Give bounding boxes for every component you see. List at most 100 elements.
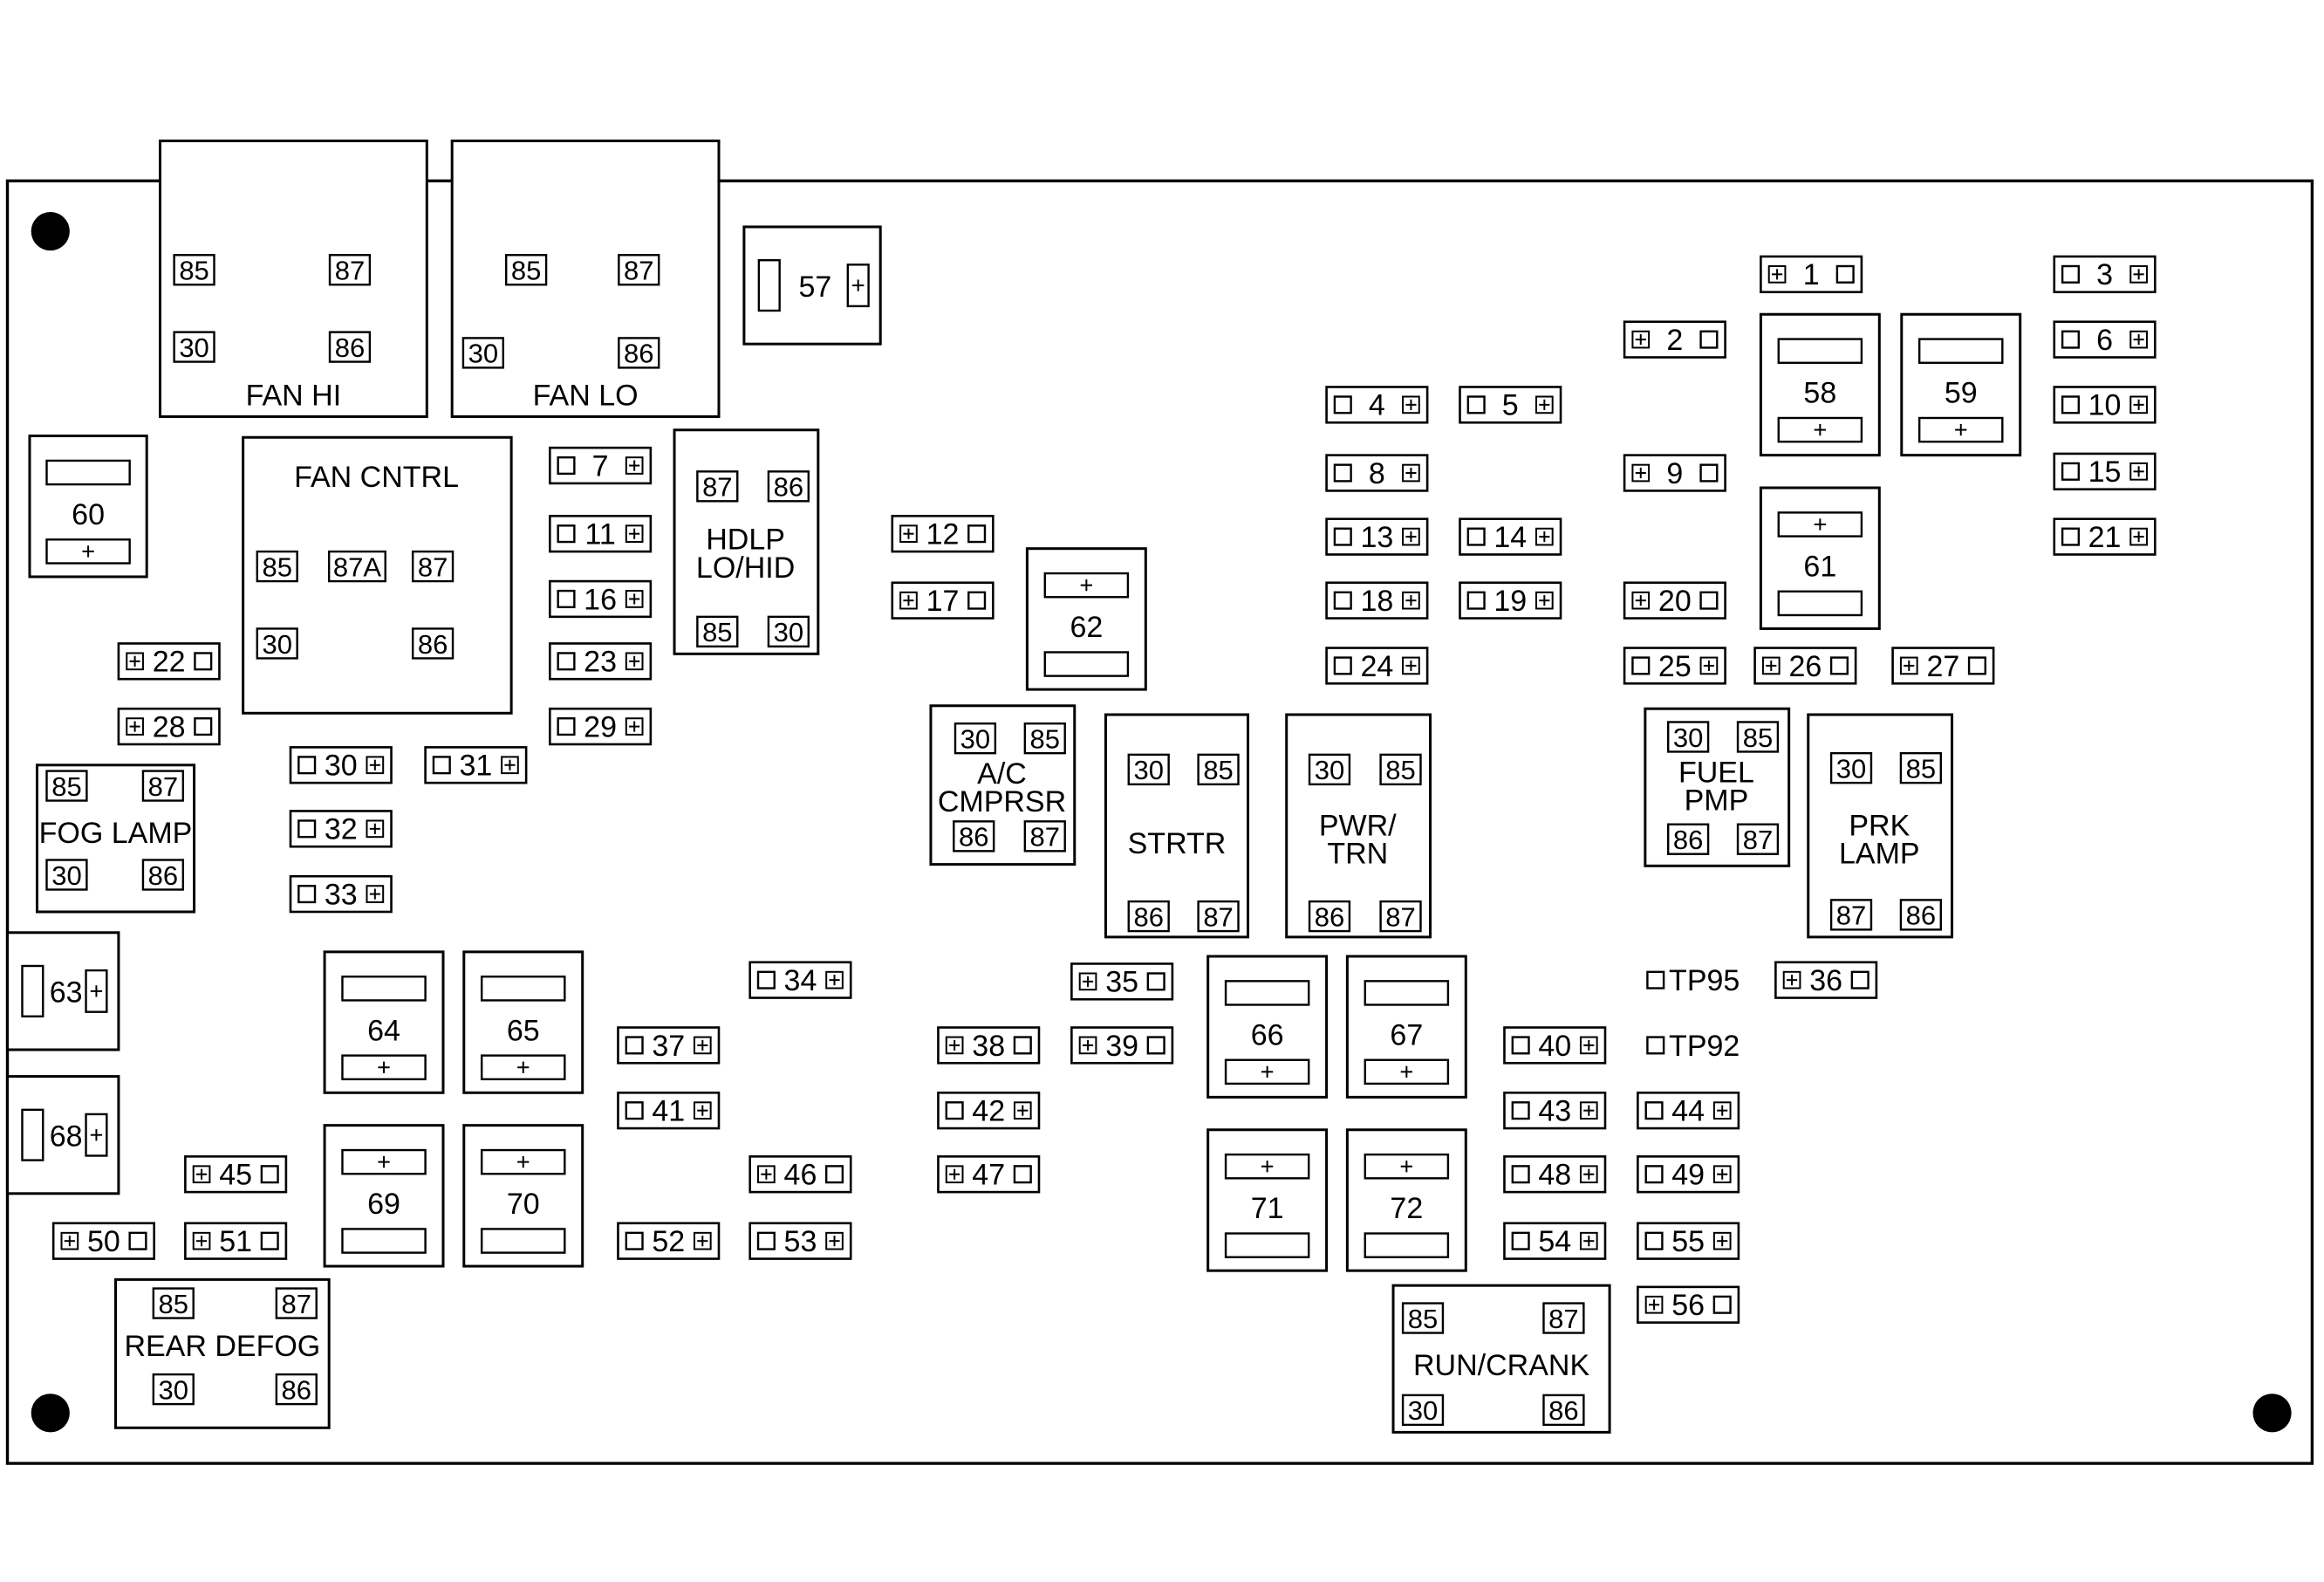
relay-pin-label: 30 [468,339,498,369]
terminal-square-icon [557,717,576,736]
mini-fuse-23: 23 [549,642,653,681]
terminal-square-icon [625,1231,644,1250]
mini-fuse-42: 42 [937,1091,1041,1130]
fuse-number: 22 [153,646,186,679]
plus-icon [625,456,644,475]
relay-pin-label: 86 [282,1374,311,1405]
fuse-number: 49 [1671,1159,1705,1192]
fuse-number: 11 [584,518,615,551]
fuse-number: 2 [1666,324,1683,357]
fuse-number: 58 [1803,377,1836,410]
terminal-square-icon [1466,395,1486,414]
fuse-terminal [1364,1058,1450,1085]
mini-fuse-1: 1 [1760,255,1863,294]
fuse-number: 1 [1803,258,1820,291]
mini-fuse-27: 27 [1891,647,1995,685]
fuse-number: 17 [926,585,960,618]
terminal-square-icon [1835,264,1855,284]
relay-label: A/C [977,757,1027,791]
fuse-number: 61 [1803,550,1836,583]
plus-icon [501,756,519,775]
fuse-number: 50 [87,1225,120,1258]
large-fuse: 63 [5,931,120,1051]
fuse-number: 32 [325,813,358,846]
relay-label: HDLP [706,523,785,556]
fuse-number: 72 [1390,1192,1423,1225]
relay-pin-label: 86 [774,472,803,503]
fuse-number: 28 [153,710,186,743]
terminal-square-icon [1333,527,1352,546]
mini-fuse-31: 31 [424,746,528,784]
mini-fuse-21: 21 [2053,517,2157,556]
relay-pin: 87 [618,254,660,286]
relay-pin-label: 85 [1203,755,1233,785]
mini-fuse-44: 44 [1637,1091,1740,1130]
plus-icon [1535,395,1554,414]
plus-icon [625,524,644,544]
plus-icon [625,717,644,736]
terminal-square-icon [557,589,576,609]
mini-fuse-5: 5 [1459,386,1562,424]
fuse-number: 44 [1671,1095,1705,1128]
relay-pin-label: 87 [1385,901,1415,932]
plus-icon [899,591,918,610]
plus-icon [1402,527,1420,546]
relay-pin-label: 87A [333,551,381,582]
relay-pin: 86 [1308,900,1351,932]
plus-icon [82,545,94,558]
fuse-slot [341,976,427,1002]
relay-label: REAR DEFOG [124,1330,320,1363]
large-fuse: 70 [462,1124,584,1268]
fuse-number: 20 [1658,585,1692,618]
terminal-square-icon [1631,656,1651,675]
plus-icon [1402,656,1420,675]
terminal-square-icon [625,1101,644,1120]
relay-pin-label: 87 [1203,901,1233,932]
relay-outline [1104,713,1250,939]
relay-label: TRN [1327,838,1388,871]
fuse-number: 25 [1658,650,1692,683]
fuse-slot [757,259,781,312]
mini-fuse-20: 20 [1623,581,1726,620]
terminal-square-icon [128,1231,147,1250]
mini-fuse-35: 35 [1070,962,1174,1001]
relay-label: FOG LAMP [39,817,193,850]
relay-pin: 87 [1023,820,1066,853]
fuse-slot [480,976,566,1002]
fuse-number: 68 [50,1120,83,1153]
relay-label: PMP [1685,784,1749,818]
plus-icon [2129,264,2148,284]
mounting-hole-icon [31,1394,70,1433]
fuse-number: 7 [592,449,609,483]
fuse-number: 30 [325,750,358,783]
mini-fuse-41: 41 [617,1091,721,1130]
plus-icon [2129,527,2148,546]
relay-pin: 85 [1197,753,1240,785]
relay-label: FAN LO [533,380,639,413]
terminal-square-icon [824,1165,844,1184]
mini-fuse-54: 54 [1503,1222,1607,1260]
plus-icon [366,819,385,839]
fuse-slot [1224,1232,1310,1258]
terminal-square-icon [756,1231,776,1250]
fuse-number: 48 [1538,1159,1571,1192]
fuse-number: 71 [1251,1192,1284,1225]
terminal-square-icon [1333,591,1352,610]
relay-pin: 85 [505,254,548,286]
relay-pin-label: 86 [1906,901,1936,931]
fuse-number: 39 [1105,1030,1138,1063]
fuse-slot [480,1228,566,1254]
relay-pin-label: 87 [282,1289,311,1319]
plus-icon [1782,970,1801,990]
relay-pin-label: 30 [1315,755,1344,785]
fuse-number: 54 [1538,1225,1571,1258]
mini-fuse-38: 38 [937,1026,1041,1065]
terminal-square-icon [1850,970,1869,990]
large-fuse: 64 [323,950,445,1094]
relay-pin: 86 [141,859,185,891]
relay-label: RUN/CRANK [1413,1349,1589,1382]
mini-fuse-50: 50 [51,1222,155,1260]
terminal-square-icon [432,756,451,775]
fuse-number: 60 [72,498,105,531]
